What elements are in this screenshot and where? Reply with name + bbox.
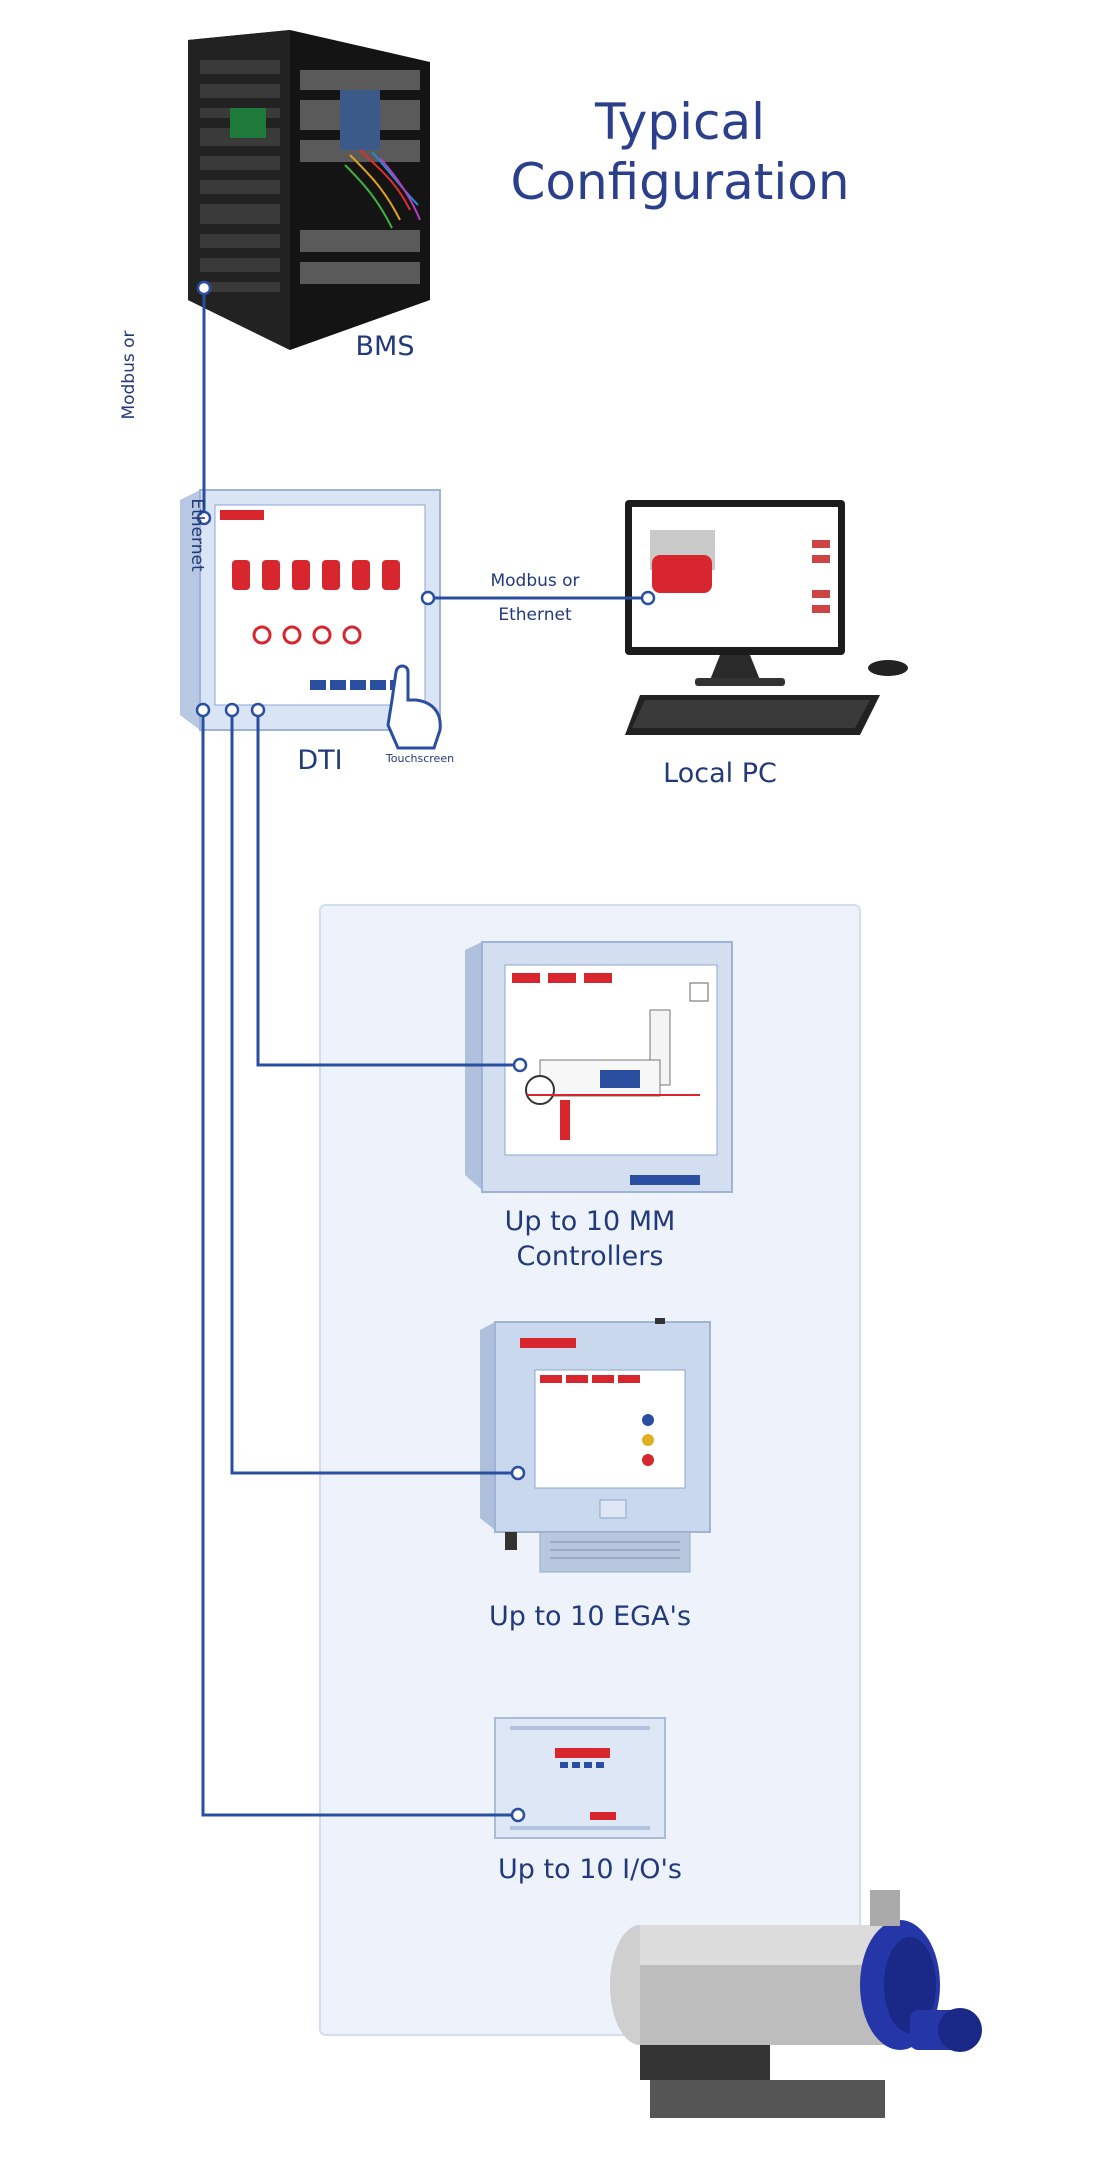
desktop-pc-icon: [625, 500, 908, 735]
bms-dti-link-label-line2: Ethernet: [187, 498, 207, 572]
dti-pc-link-label-line2: Ethernet: [498, 605, 572, 625]
egas-label: Up to 10 EGA's: [488, 1601, 692, 1632]
bms-dti-link-label-2: Ethernet: [160, 455, 208, 615]
local-pc-label: Local PC: [663, 758, 777, 789]
dti-ega-link: [230, 710, 518, 1475]
connection-nodes: [195, 280, 656, 1823]
dti-mm-link: [256, 710, 520, 1067]
mm-controllers-label-line2: Controllers: [516, 1241, 664, 1272]
dti-io-link: [201, 710, 518, 1817]
diagram-title: Typical Configuration: [510, 93, 850, 211]
connection-lines: [201, 288, 648, 1817]
dti-pc-link-label-line1: Modbus or: [490, 571, 580, 591]
touchscreen-label: Touchscreen: [385, 752, 455, 765]
mm-controllers-label-line1: Up to 10 MM: [504, 1206, 676, 1237]
bms-dti-link-label: Modbus or: [118, 295, 166, 455]
boiler-icon: [610, 1890, 982, 2118]
dti-label: DTI: [297, 745, 343, 776]
ega-unit-icon: [480, 1318, 711, 1573]
bms-label: BMS: [355, 331, 415, 362]
bms-dti-link-label-line1: Modbus or: [119, 330, 139, 420]
server-rack-icon: [188, 30, 430, 350]
mm-controller-icon: [465, 941, 733, 1193]
ios-label: Up to 10 I/O's: [498, 1854, 682, 1885]
dti-touchscreen-panel-icon: [180, 489, 442, 750]
